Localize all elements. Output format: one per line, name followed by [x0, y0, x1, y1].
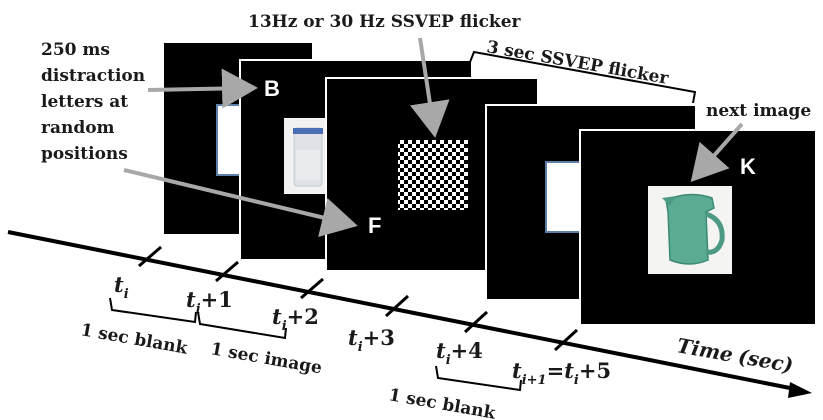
tick-label-t0: ti — [114, 272, 129, 302]
time-axis-label: Time(sec) — [675, 333, 795, 377]
svg-text:random: random — [41, 118, 115, 138]
tick-label-t3: ti+3 — [348, 325, 395, 355]
distraction-letter-k: K — [740, 154, 756, 179]
jug-image — [648, 186, 732, 274]
interval-brackets — [109, 50, 697, 392]
svg-text:distraction: distraction — [41, 66, 145, 86]
interval-image-1: 1 sec image — [209, 339, 324, 378]
arrow-to-letter-f — [123, 168, 358, 237]
tick-t5 — [553, 328, 579, 352]
bracket-flicker-duration — [469, 50, 697, 104]
distraction-annotation: 250 ms distraction letters at random pos… — [41, 40, 145, 164]
tick-label-t4: ti+4 — [436, 338, 483, 368]
frame-5-next-image: K — [579, 129, 817, 326]
tick-label-t1: ti+1 — [186, 287, 233, 317]
flicker-type-label: 13Hz or 30 Hz SSVEP flicker — [248, 12, 522, 32]
bracket-image-1 — [197, 311, 287, 340]
checkerboard-stimulus — [398, 140, 468, 210]
tick-t2 — [300, 277, 324, 300]
tick-t4 — [463, 310, 489, 334]
arrow-to-checkerboard — [410, 37, 450, 138]
tick-t3 — [384, 294, 410, 318]
svg-text:250 ms: 250 ms — [41, 40, 110, 60]
arrow-to-letter-b — [147, 68, 258, 109]
svg-text:positions: positions — [41, 144, 128, 164]
interval-blank-1: 1 sec blank — [79, 320, 190, 359]
tick-t1 — [215, 260, 239, 283]
tick-t0 — [138, 245, 162, 268]
next-image-label: next image — [706, 101, 811, 121]
time-axis — [7, 230, 812, 398]
tick-label-t2: ti+2 — [272, 304, 319, 334]
interval-blank-2: 1 sec blank — [387, 385, 498, 420]
arrow-to-next-image — [690, 122, 744, 182]
bracket-blank-1 — [109, 297, 197, 324]
tick-label-t5: ti+1=ti+5 — [512, 358, 611, 388]
distraction-letter-b: B — [264, 76, 280, 101]
container-image — [284, 118, 330, 194]
distraction-letter-f: F — [368, 213, 381, 238]
bracket-blank-2 — [435, 365, 522, 392]
svg-text:letters at: letters at — [41, 92, 128, 112]
